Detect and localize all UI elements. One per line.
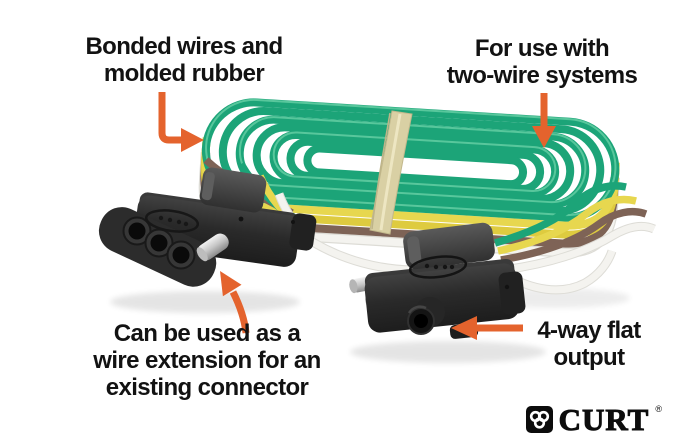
left-connector-pin [196,233,229,262]
right-connector-emboss [408,255,468,279]
callout-bonded-wires: Bonded wires and molded rubber [85,33,283,87]
callout-line: existing connector [105,374,309,401]
left-connector-emboss [144,209,200,233]
right-connector [349,222,526,339]
callout-line: 4-way flat [537,317,641,344]
right-connector-socket [407,297,445,335]
right-connector-latch [403,222,495,270]
callout-wire-extension: Can be used as a wire extension for an e… [93,320,321,401]
callout-line: two-wire systems [446,62,638,89]
right-connector-boot [498,271,526,315]
curt-logo-mark: ® [655,404,662,414]
left-connector [98,167,317,287]
callout-line: Can be used as a [113,320,301,347]
left-connector-boot [289,213,317,251]
callout-two-wire-systems: For use with two-wire systems [446,35,638,89]
callout-line: output [553,344,625,371]
callout-line: molded rubber [103,60,265,87]
curt-logo: CURT ® [525,402,662,437]
callout-flat-output: 4-way flat output [537,317,641,371]
rubber-band [369,110,413,235]
curt-logo-icon [525,406,553,433]
curt-logo-text: CURT [558,402,650,437]
left-connector-latch [199,167,267,213]
callout-line: Bonded wires and [85,33,283,60]
green-wire-highlights [205,98,617,217]
callout-line: wire extension for an [93,347,321,374]
left-connector-sockets [122,216,196,270]
right-connector-leads [493,182,656,295]
callout-line: For use with [474,35,610,62]
